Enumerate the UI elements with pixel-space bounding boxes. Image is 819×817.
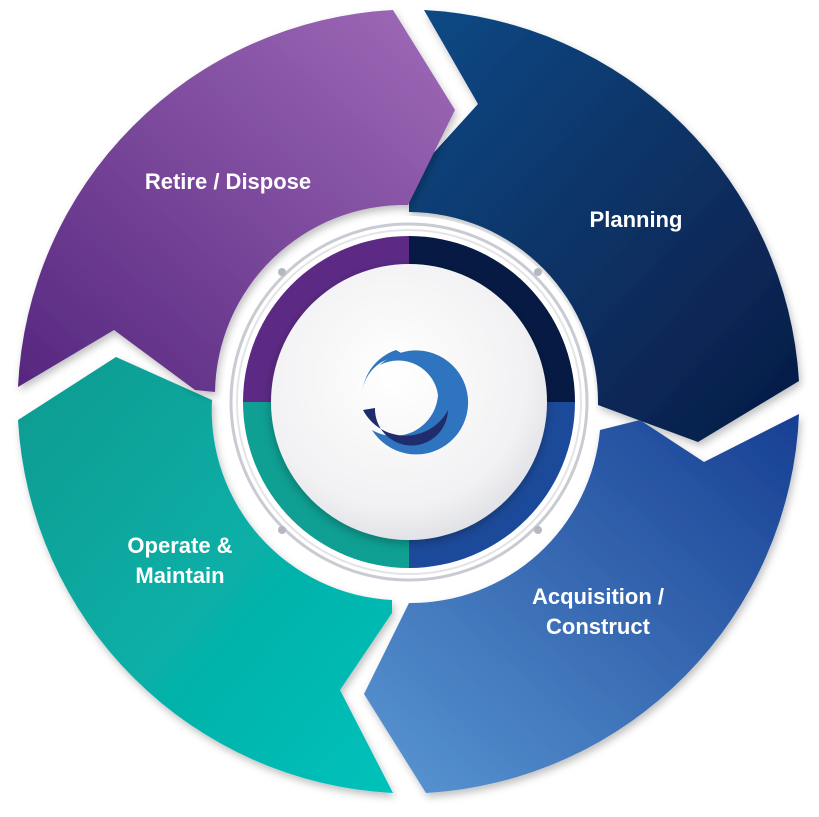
ring-dots (278, 268, 542, 534)
segment-label-operate: Maintain (135, 563, 224, 588)
center-disc (271, 264, 547, 540)
segment-label-operate: Operate & (127, 533, 232, 558)
segment-retire (18, 10, 455, 392)
segment-label-planning: Planning (590, 207, 683, 232)
segment-label-retire: Retire / Dispose (145, 169, 311, 194)
ring-dot (278, 268, 286, 276)
segments-group (18, 10, 799, 793)
ring-dot (534, 268, 542, 276)
inner-ring-outline (229, 222, 589, 582)
segment-label-acquisition: Acquisition / (532, 584, 664, 609)
ring-dot (278, 526, 286, 534)
segment-operate (18, 357, 393, 793)
swirl-logo-icon (362, 350, 469, 455)
segment-planning (409, 10, 799, 442)
ring-dot (534, 526, 542, 534)
segment-label-acquisition: Construct (546, 614, 651, 639)
inner-ring-outline-2 (236, 229, 582, 575)
segment-acquisition (364, 414, 799, 793)
